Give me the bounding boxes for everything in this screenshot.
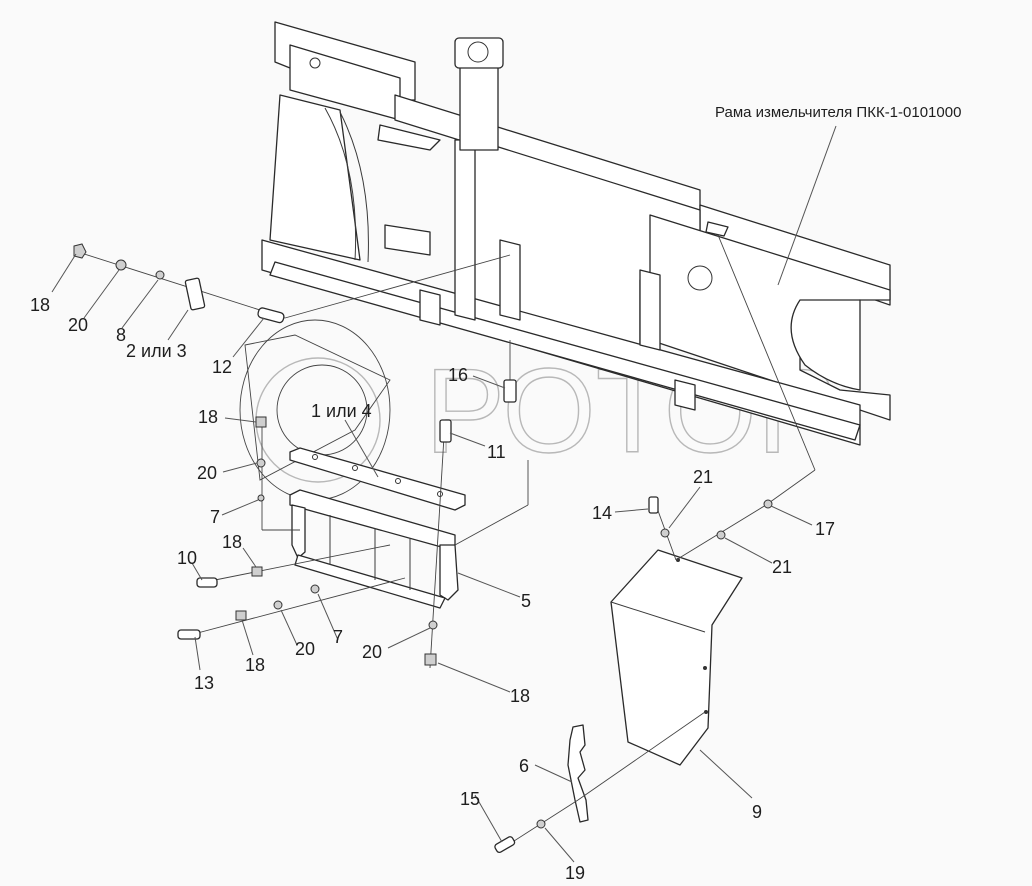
cover-part-9 [610,549,743,766]
callout-2-or-3: 2 или 3 [126,341,187,361]
callout-9: 9 [752,802,763,822]
callout-18: 18 [30,295,51,315]
callout-11: 11 [487,442,506,462]
callout-12: 12 [212,357,233,377]
callout-15: 15 [460,789,481,809]
callout-18: 18 [510,686,531,706]
callout-14: 14 [592,503,613,523]
callout-21: 21 [693,467,714,487]
support-bracket-part-5 [289,489,459,609]
callout-20: 20 [68,315,89,335]
callout-20: 20 [362,642,383,662]
callout-18: 18 [245,655,266,675]
callout-18: 18 [222,532,243,552]
callout-18: 18 [198,407,219,427]
frame-assembly [261,21,891,446]
callout-1-or-4: 1 или 4 [311,401,372,421]
callout-19: 19 [565,863,586,883]
callout-8: 8 [116,325,127,345]
callout-20: 20 [197,463,218,483]
callout-10: 10 [177,548,198,568]
callout-5: 5 [521,591,532,611]
callout-21: 21 [772,557,793,577]
callout-17: 17 [815,519,836,539]
callout-13: 13 [194,673,215,693]
callout-7: 7 [333,627,344,647]
frame-title-label: Рама измельчителя ПКК-1-0101000 [715,104,962,121]
bracket-part-6 [567,724,589,823]
strip-part [289,447,466,511]
hardware-axes [73,234,816,854]
leader-lines [51,125,837,863]
callout-6: 6 [519,756,530,776]
callout-7: 7 [210,507,221,527]
callout-20: 20 [295,639,316,659]
callout-16: 16 [448,365,469,385]
